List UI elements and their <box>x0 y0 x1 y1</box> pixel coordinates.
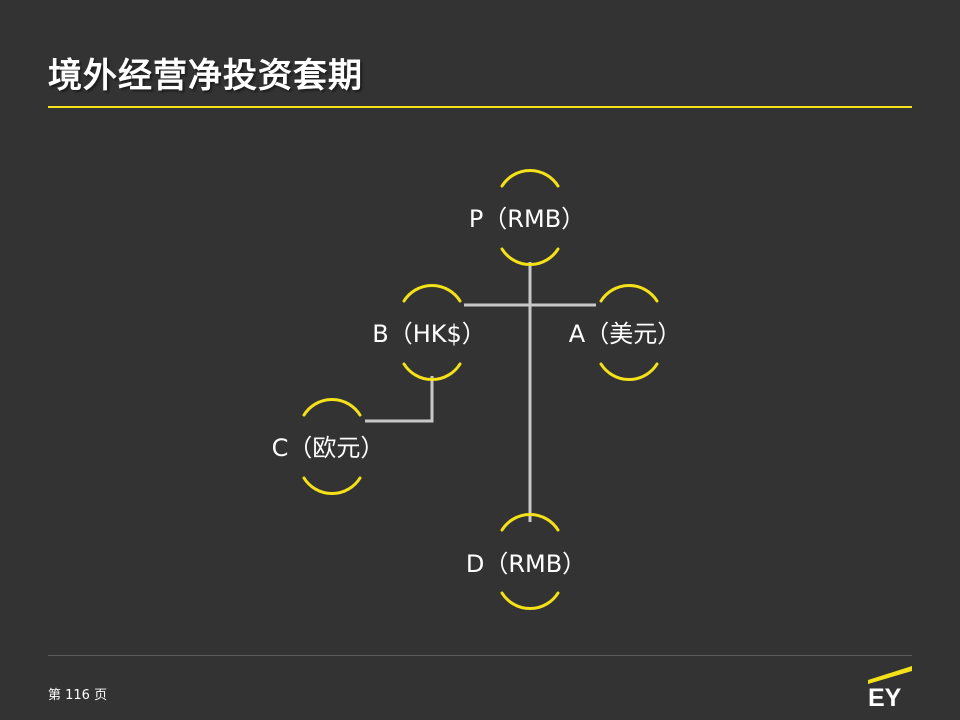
ey-logo-text: EY <box>868 684 902 708</box>
node-a-label: A（美元） <box>568 320 682 348</box>
ey-logo: EY <box>868 666 912 708</box>
node-ring-a <box>599 283 659 382</box>
node-ring-p <box>500 168 560 267</box>
node-ring-c <box>302 397 362 496</box>
node-b-label: B（HK$） <box>372 320 486 348</box>
node-d-label: D（RMB） <box>465 550 587 578</box>
node-c-label: C（欧元） <box>271 434 385 462</box>
page-number: 第 116 页 <box>48 688 108 703</box>
connector-b-to-c <box>365 376 434 423</box>
title-underline <box>48 106 912 108</box>
slide-title: 境外经营净投资套期 <box>48 56 363 96</box>
node-ring-d <box>500 512 560 611</box>
node-p-label: P（RMB） <box>468 205 586 233</box>
node-ring-b <box>402 283 462 382</box>
footer-divider <box>48 655 912 656</box>
